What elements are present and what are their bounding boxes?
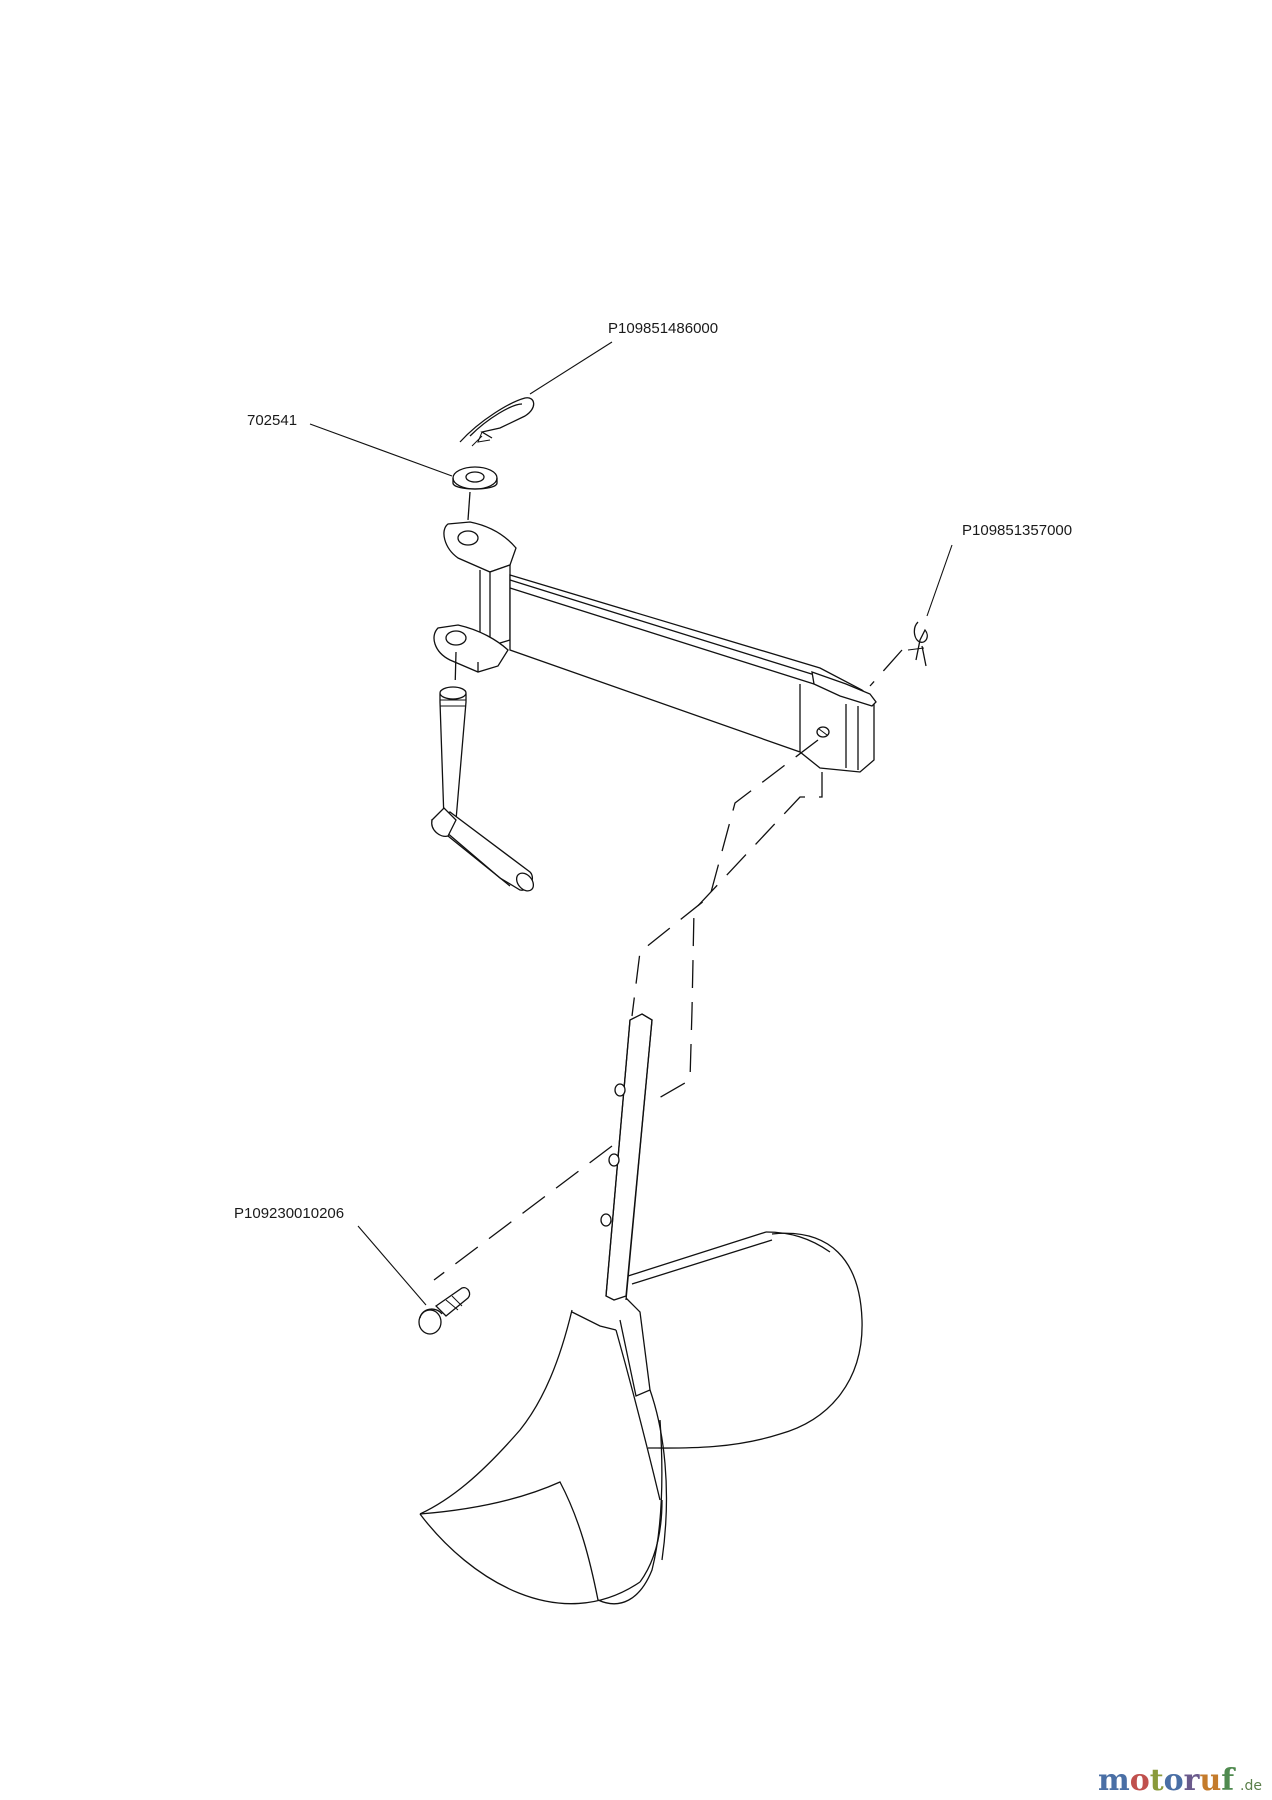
l-pin-drawing (430, 651, 535, 892)
bolt-drawing (418, 1287, 471, 1335)
part-number-washer: 702541 (247, 412, 297, 429)
part-number-bolt: P109230010206 (234, 1205, 344, 1222)
plow-blade-drawing (419, 1231, 863, 1605)
leader-hair-pin (926, 544, 953, 617)
logo-letter-o2: o (1164, 1763, 1184, 1798)
part-number-clip-pin: P109851486000 (608, 320, 718, 337)
logo-letter-f: f (1221, 1763, 1236, 1798)
logo-letter-m: m (1098, 1763, 1130, 1798)
hair-pin-drawing (907, 621, 928, 667)
logo-letter-r: r (1184, 1763, 1201, 1798)
assembly-lines (433, 739, 823, 1281)
svg-text:motoruf: motoruf (1098, 1763, 1236, 1798)
label-bolt[interactable]: P109230010206 (234, 1205, 427, 1306)
motoruf-logo[interactable]: motoruf .de (1098, 1763, 1262, 1798)
logo-letter-o: o (1130, 1763, 1150, 1798)
leader-clip-pin (529, 341, 613, 395)
washer-drawing (452, 466, 498, 490)
clip-pin-drawing (459, 397, 535, 447)
label-clip-pin[interactable]: P109851486000 (529, 320, 718, 395)
plow-shank-drawing (571, 1013, 653, 1397)
label-hair-pin[interactable]: P109851357000 (926, 522, 1072, 617)
logo-letter-u: u (1199, 1763, 1221, 1798)
leader-bolt (357, 1225, 427, 1306)
hitch-bracket-drawing (433, 521, 877, 773)
logo-suffix: .de (1240, 1778, 1262, 1794)
leader-washer (309, 423, 453, 477)
part-number-hair-pin: P109851357000 (962, 522, 1072, 539)
logo-letter-t: t (1150, 1763, 1164, 1798)
label-washer[interactable]: 702541 (247, 412, 453, 477)
